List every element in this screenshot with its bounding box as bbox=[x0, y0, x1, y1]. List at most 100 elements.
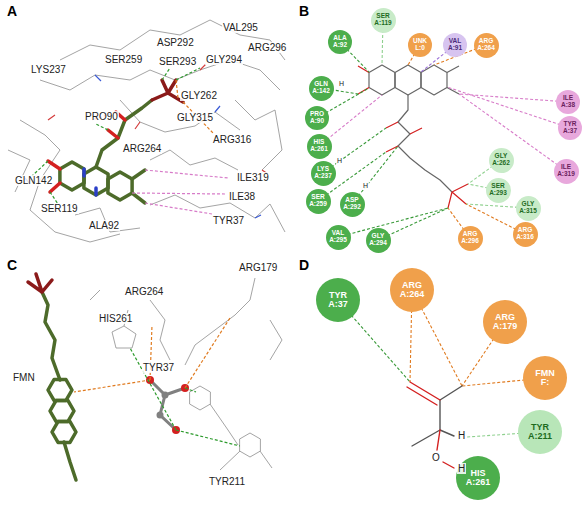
fmn-sticks bbox=[42, 292, 76, 480]
residue-name: ARG A:179 bbox=[493, 313, 518, 332]
residue-label: GLN142 bbox=[14, 175, 53, 186]
atom-label: O bbox=[431, 452, 441, 463]
residue-name: LYS A:237 bbox=[314, 166, 332, 180]
panel-letter: B bbox=[298, 4, 310, 19]
residue-label: SER293 bbox=[158, 56, 197, 67]
atom-label: H bbox=[457, 463, 466, 474]
residue-node: ILE A:319 bbox=[554, 159, 579, 184]
residue-label: ASP292 bbox=[156, 37, 195, 48]
residue-name: TYR A:37 bbox=[563, 121, 577, 135]
residue-node: SER A:293 bbox=[486, 178, 511, 203]
residue-node: ARG A:296 bbox=[458, 226, 483, 251]
residue-node: VAL A:91 bbox=[443, 33, 467, 57]
residue-node: TYR A:211 bbox=[518, 410, 562, 454]
residue-name: TYR A:37 bbox=[328, 291, 348, 310]
residue-label: SER119 bbox=[40, 203, 79, 214]
fmn-heteroatoms bbox=[48, 80, 183, 195]
atom-label: H bbox=[457, 430, 466, 441]
residue-label: LYS237 bbox=[30, 64, 67, 75]
residue-label: ARG264 bbox=[122, 143, 162, 154]
atom-label: H bbox=[338, 80, 345, 88]
residue-node: PRO A:90 bbox=[305, 106, 329, 130]
panel-letter: D bbox=[298, 258, 310, 273]
phosphate bbox=[28, 274, 52, 292]
residue-name: GLY A:315 bbox=[519, 201, 537, 215]
residue-node: LYS A:237 bbox=[311, 161, 336, 186]
residue-node: ARG A:316 bbox=[513, 222, 538, 247]
residue-name: GLY A:262 bbox=[492, 153, 510, 167]
residue-name: ILE A:319 bbox=[557, 164, 575, 178]
interaction-lines bbox=[74, 318, 240, 446]
residue-name: TYR A:211 bbox=[528, 423, 552, 442]
residue-node: TYR A:37 bbox=[316, 278, 360, 322]
residue-node: SER A:259 bbox=[306, 189, 331, 214]
residue-wireframe bbox=[8, 20, 285, 242]
residue-node: ARG A:264 bbox=[474, 33, 499, 58]
residue-label: GLY294 bbox=[205, 54, 243, 65]
atom-label: H bbox=[336, 157, 343, 165]
residue-node: SER A:119 bbox=[371, 8, 396, 33]
residue-label: TYR37 bbox=[212, 215, 245, 226]
residue-atoms bbox=[25, 64, 268, 218]
residue-label: ILE319 bbox=[236, 172, 270, 183]
residue-label: ARG179 bbox=[238, 262, 278, 273]
residue-name: VAL A:295 bbox=[329, 230, 347, 244]
residue-node: ASP A:292 bbox=[340, 192, 365, 217]
residue-name: GLY A:294 bbox=[369, 233, 387, 247]
residue-name: ARG A:316 bbox=[516, 227, 534, 241]
ligand-2d bbox=[369, 65, 459, 192]
residue-label: VAL295 bbox=[222, 22, 259, 33]
residue-label: ARG296 bbox=[247, 42, 287, 53]
residue-node: ILE A:38 bbox=[556, 90, 580, 114]
residue-name: VAL A:91 bbox=[448, 38, 462, 52]
interaction-lines bbox=[317, 20, 570, 478]
residue-label: SER259 bbox=[104, 54, 143, 65]
residue-node: GLN A:142 bbox=[309, 76, 334, 101]
residue-name: FMN F: bbox=[535, 369, 555, 388]
residue-label: ILE38 bbox=[228, 191, 256, 202]
residue-label: GLY315 bbox=[176, 112, 214, 123]
residue-wireframe bbox=[90, 278, 282, 470]
residue-node: TYR A:37 bbox=[558, 116, 582, 140]
residue-label: PRO90 bbox=[84, 111, 119, 122]
residue-name: ARG A:264 bbox=[477, 38, 495, 52]
residue-node: GLY A:315 bbox=[516, 196, 541, 221]
residue-name: GLN A:142 bbox=[312, 81, 330, 95]
residue-label: ARG264 bbox=[124, 286, 164, 297]
residue-node: GLY A:262 bbox=[489, 148, 514, 173]
residue-node: ARG A:179 bbox=[483, 300, 527, 344]
residue-node: UNK L:0 bbox=[408, 33, 432, 57]
interaction-line bbox=[447, 87, 570, 128]
residue-label: ALA92 bbox=[88, 220, 120, 231]
residue-name: SER A:293 bbox=[489, 183, 507, 197]
residue-name: HIS A:261 bbox=[466, 469, 491, 488]
residue-name: PRO A:90 bbox=[310, 111, 324, 125]
residue-name: ARG A:264 bbox=[400, 281, 425, 300]
residue-name: SER A:119 bbox=[374, 13, 391, 27]
residue-name: HIS A:261 bbox=[310, 139, 328, 153]
panel-letter: C bbox=[6, 258, 18, 273]
residue-node: ARG A:264 bbox=[390, 268, 434, 312]
residue-node: ALA A:92 bbox=[328, 30, 352, 54]
ligand-oxygens bbox=[358, 66, 468, 208]
residue-name: ARG A:296 bbox=[461, 231, 479, 245]
residue-node: GLY A:294 bbox=[366, 228, 391, 253]
residue-label: HIS261 bbox=[98, 313, 133, 324]
residue-name: UNK L:0 bbox=[413, 38, 427, 52]
ligand-ball-stick bbox=[146, 376, 189, 434]
atom-label: H bbox=[362, 182, 369, 190]
residue-node: VAL A:295 bbox=[326, 225, 351, 250]
residue-name: SER A:259 bbox=[309, 194, 327, 208]
residue-node: FMN F: bbox=[523, 356, 567, 400]
residue-label: GLY262 bbox=[180, 90, 218, 101]
panel-letter: A bbox=[6, 4, 18, 19]
residue-node: HIS A:261 bbox=[307, 134, 332, 159]
residue-label: ARG316 bbox=[212, 134, 252, 145]
interaction-lines bbox=[32, 68, 228, 214]
ligand-2d bbox=[407, 382, 462, 468]
residue-label: TYR211 bbox=[208, 476, 246, 487]
interaction-line bbox=[459, 94, 568, 102]
residue-name: ASP A:292 bbox=[343, 197, 361, 211]
